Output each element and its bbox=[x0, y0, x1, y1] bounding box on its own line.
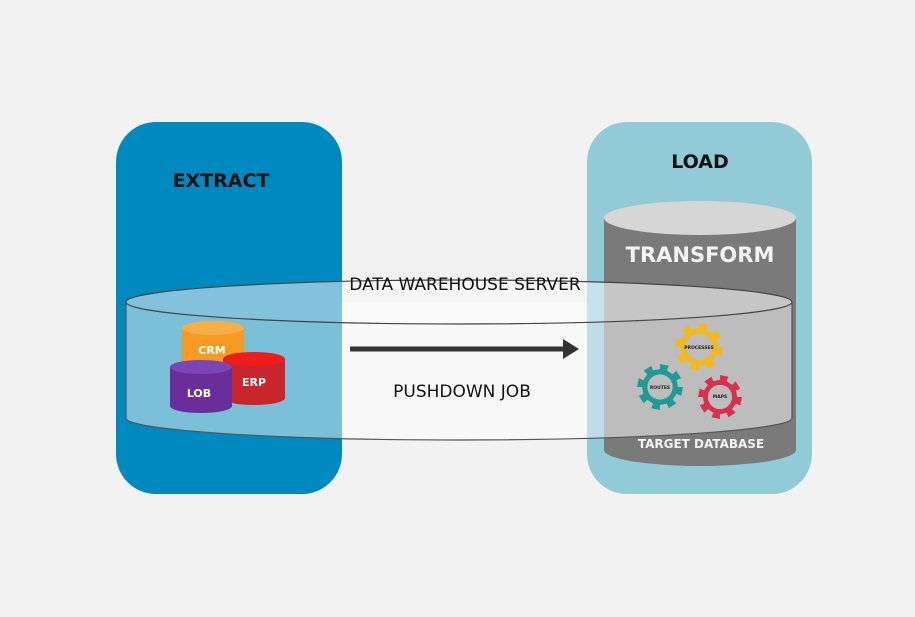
source-db-lob: LOB bbox=[170, 360, 232, 413]
extract-title: EXTRACT bbox=[173, 170, 270, 192]
routes-gear-label: ROUTES bbox=[650, 385, 670, 391]
transform-label: TRANSFORM bbox=[626, 243, 775, 267]
maps-gear-icon bbox=[698, 375, 742, 419]
load-title: LOAD bbox=[671, 151, 729, 173]
server-label: DATA WAREHOUSE SERVER bbox=[349, 275, 581, 295]
crm-label: CRM bbox=[198, 344, 226, 357]
target-database-label: TARGET DATABASE bbox=[638, 437, 764, 451]
pushdown-arrow bbox=[350, 339, 579, 359]
processes-gear-icon bbox=[675, 323, 723, 371]
routes-gear-icon bbox=[637, 364, 683, 410]
pushdown-job-label: PUSHDOWN JOB bbox=[393, 382, 531, 402]
data-warehouse-server-cylinder bbox=[125, 279, 793, 441]
maps-gear-label: MAPS bbox=[713, 394, 728, 400]
lob-label: LOB bbox=[187, 387, 211, 400]
processes-gear-label: PROCESSES bbox=[684, 345, 714, 351]
source-db-erp: ERP bbox=[223, 352, 285, 405]
erp-label: ERP bbox=[242, 376, 266, 389]
